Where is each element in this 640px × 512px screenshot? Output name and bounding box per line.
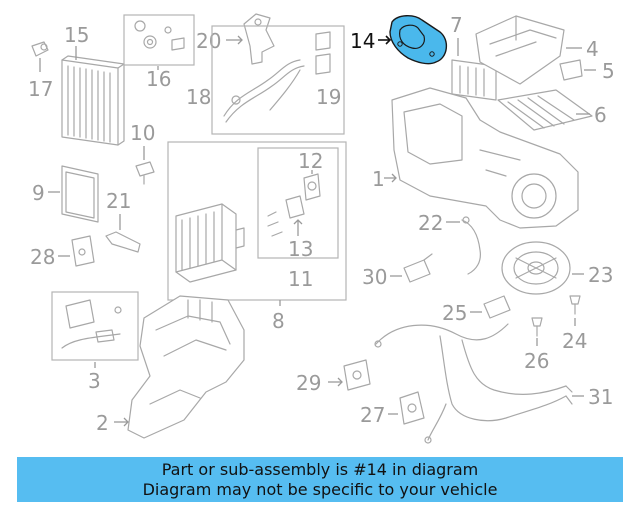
part-5-actuator[interactable] [559, 59, 583, 81]
part-25-resistor[interactable] [483, 295, 511, 319]
part-18-box [211, 25, 345, 135]
part-16-fittings[interactable] [134, 20, 185, 51]
callout-15: 15 [64, 23, 89, 47]
part-15-heater-core[interactable] [61, 55, 125, 146]
part-14-seal[interactable] [389, 15, 447, 65]
callout-19: 19 [316, 85, 341, 109]
callout-21: 21 [106, 189, 131, 213]
part-13-expansion-valve[interactable] [267, 195, 305, 237]
callout-22: 22 [418, 211, 443, 235]
part-26-screw[interactable] [531, 317, 543, 337]
callout-10: 10 [130, 121, 155, 145]
callout-11: 11 [288, 267, 313, 291]
part-6-cabin-filter[interactable] [497, 89, 593, 131]
callout-28: 28 [30, 245, 55, 269]
callout-18: 18 [186, 85, 211, 109]
part-22-drain-hose[interactable] [461, 216, 481, 275]
callout-8: 8 [272, 309, 285, 333]
callout-5: 5 [602, 59, 615, 83]
part-12-valve[interactable] [303, 173, 321, 201]
part-3-box [51, 291, 139, 361]
part-31-wiring-harness[interactable] [374, 323, 573, 444]
callout-4: 4 [586, 37, 599, 61]
callout-1: 1 [372, 167, 385, 191]
part-4-housing-upper[interactable] [475, 15, 565, 85]
parts-diagram: 15 17 16 20 18 19 [28, 13, 615, 444]
part-2-hvac-lower-case[interactable] [127, 295, 245, 439]
callout-7: 7 [450, 13, 463, 37]
part-29-actuator[interactable] [343, 359, 371, 391]
callout-27: 27 [360, 403, 385, 427]
callout-26: 26 [524, 349, 549, 373]
callout-24: 24 [562, 329, 587, 353]
part-28-bracket[interactable] [71, 235, 95, 267]
part-27-actuator[interactable] [399, 391, 425, 425]
banner-line-1: Part or sub-assembly is #14 in diagram [161, 460, 479, 479]
callout-9: 9 [32, 181, 45, 205]
part-7-gasket[interactable] [451, 59, 497, 101]
callout-25: 25 [442, 301, 467, 325]
part-8-box [167, 141, 347, 301]
callout-17: 17 [28, 77, 53, 101]
callout-30: 30 [362, 265, 387, 289]
info-banner: Part or sub-assembly is #14 in diagram D… [17, 457, 623, 502]
callout-31: 31 [588, 385, 613, 409]
part-1-hvac-case[interactable] [391, 87, 579, 229]
part-14-highlight-shape [389, 15, 447, 65]
part-10-sensor[interactable] [135, 161, 155, 185]
banner-line-2: Diagram may not be specific to your vehi… [142, 480, 498, 499]
part-8-evaporator[interactable] [175, 203, 245, 283]
callout-14: 14 [350, 29, 375, 53]
part-9-filter[interactable] [61, 165, 99, 223]
part-17-clip[interactable] [31, 41, 49, 57]
part-16-box [123, 14, 195, 66]
part-23-blower-motor[interactable] [501, 241, 571, 295]
part-3-fittings[interactable] [61, 299, 122, 349]
part-24-bolt[interactable] [569, 295, 581, 315]
callout-3: 3 [88, 369, 101, 393]
part-21-sensor[interactable] [105, 231, 141, 253]
callout-16: 16 [146, 67, 171, 91]
callout-12: 12 [298, 149, 323, 173]
callout-13: 13 [288, 237, 313, 261]
callout-6: 6 [594, 103, 607, 127]
part-18-ac-lines[interactable] [223, 59, 305, 123]
part-19-caps[interactable] [315, 31, 331, 75]
part-20-bracket[interactable] [243, 13, 275, 65]
callout-29: 29 [296, 371, 321, 395]
part-30-sensor[interactable] [403, 253, 433, 283]
callout-20: 20 [196, 29, 221, 53]
callout-23: 23 [588, 263, 613, 287]
callout-2: 2 [96, 411, 109, 435]
part-11-box [257, 147, 339, 259]
